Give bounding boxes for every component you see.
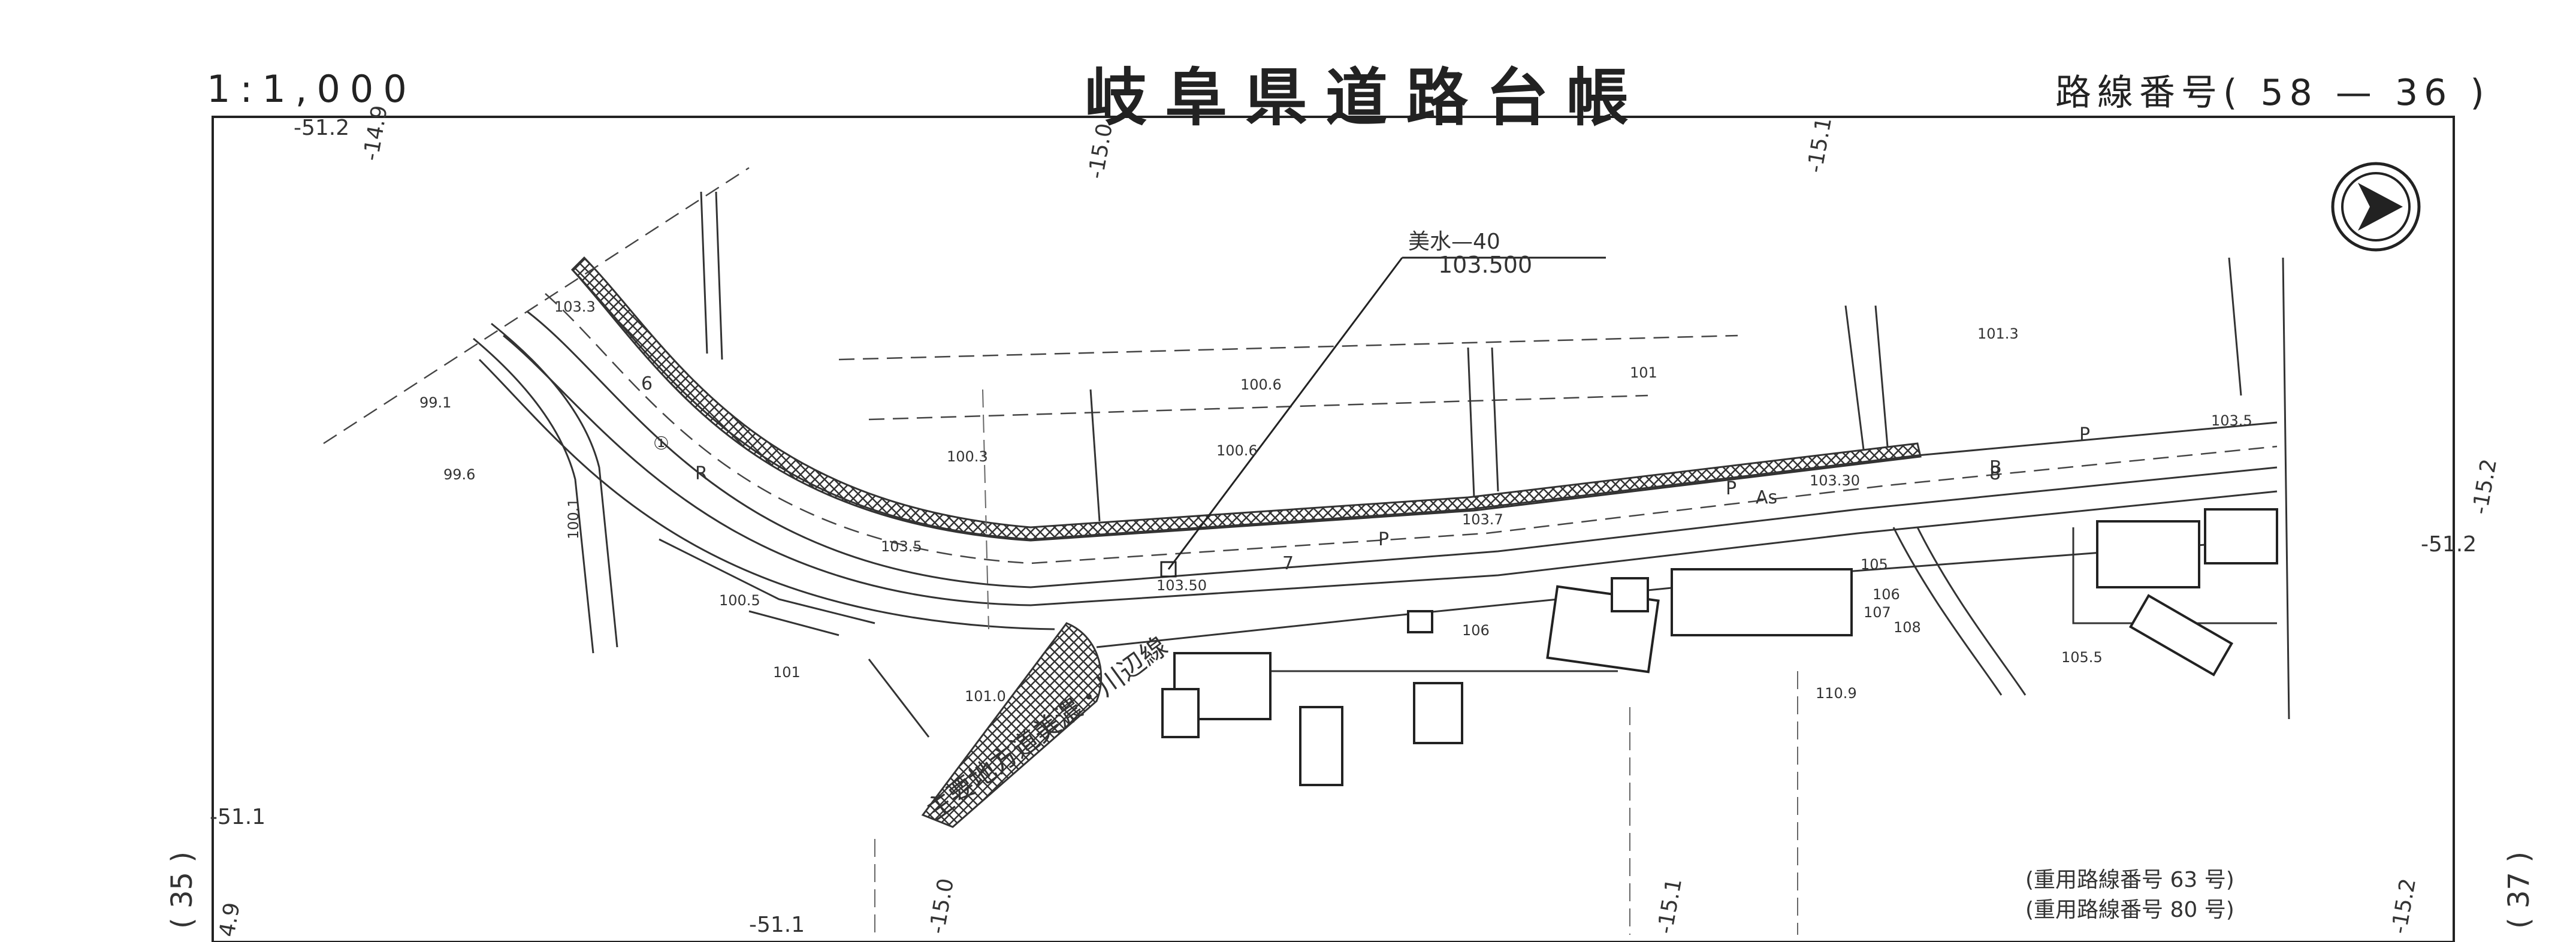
sidewalk-hatched-lower	[921, 622, 1103, 828]
grid-label: -15.0	[925, 877, 959, 936]
shared-route-1: (重用路線番号 63 号)	[2025, 868, 2234, 892]
spot-height: 103.7	[1462, 511, 1503, 528]
spot-height: 107	[1864, 604, 1891, 621]
road-mark: P	[1726, 478, 1737, 499]
shared-route-2: (重用路線番号 80 号)	[2025, 898, 2234, 922]
spot-height: 106	[1462, 622, 1490, 639]
spot-height: 101	[773, 664, 801, 681]
spot-height: 100.6	[1216, 442, 1258, 459]
spot-height: 103.5	[2211, 412, 2252, 429]
sidewalk-hatched	[570, 256, 1922, 542]
adjacent-sheet-left: ( 35 )	[165, 852, 199, 929]
spot-height: 100.5	[719, 592, 760, 609]
grid-label: -15.1	[1653, 877, 1687, 936]
grid-label: -15.0	[1083, 122, 1118, 181]
spot-height: 106	[1873, 586, 1900, 603]
grid-label: -15.2	[2468, 457, 2502, 517]
spot-height: 100.6	[1240, 376, 1282, 393]
benchmark-name: 美水—40	[1408, 230, 1500, 254]
spot-height: 100.3	[947, 448, 988, 465]
grid-label: -15.2	[2387, 877, 2421, 936]
grid-label: -14.9	[358, 104, 392, 163]
spot-height: 103.30	[1810, 472, 1860, 489]
grid-label: 4.9	[215, 901, 244, 939]
north-arrow-icon	[2331, 162, 2421, 252]
benchmark-marker: 美水—40 103.500	[1160, 230, 1606, 578]
benchmark-elevation: 103.500	[1438, 252, 1532, 278]
road-mark: P	[2079, 424, 2090, 445]
property-lines	[473, 191, 2290, 738]
road-mark: P	[1378, 529, 1389, 550]
spot-height: 110.9	[1816, 685, 1857, 702]
spot-height: 101.0	[965, 688, 1006, 705]
map-frame	[212, 116, 2455, 942]
page-title: 岐阜県道路台帳	[1085, 61, 1647, 134]
road-mark: B	[1989, 457, 2002, 478]
road-mark: 7	[1282, 553, 1294, 574]
grid-label: -51.2	[294, 116, 349, 140]
spot-height: 103.50	[1156, 577, 1207, 594]
grid-labels: -51.2 -14.9 -15.0 -15.1 -51.1 -15.2 -51.…	[210, 104, 2502, 939]
buildings	[1161, 508, 2278, 786]
road-mark: 8	[1989, 463, 2001, 484]
spot-height: 99.1	[419, 394, 451, 411]
spot-height: 101.3	[1977, 325, 2019, 342]
spot-height: 108	[1894, 619, 1921, 636]
spot-height: 101	[1630, 364, 1657, 381]
spot-height: 103.5	[881, 538, 922, 555]
lane-lines	[323, 167, 2278, 564]
spot-height: 99.6	[443, 466, 475, 483]
adjacent-sheet-right: ( 37 )	[2502, 852, 2536, 929]
spot-height: 100.1	[565, 498, 582, 539]
road-mark: R	[695, 463, 708, 484]
road-mark: As	[1756, 487, 1777, 508]
grid-label: -51.1	[749, 913, 805, 937]
spot-height: 103.3	[554, 298, 596, 315]
spot-height: 105.5	[2061, 649, 2103, 666]
spot-height: 105	[1861, 556, 1888, 573]
grid-label: -51.1	[210, 805, 265, 829]
grid-label: -15.1	[1802, 116, 1837, 175]
spot-heights: 103.3 99.1 99.6 100.5 101 100.3 100.6 10…	[419, 298, 2252, 705]
road-marks: As P P P R B 6 7 8 ①	[641, 373, 2090, 574]
parcel-boundaries	[874, 389, 1798, 935]
route-number: 路線番号( 58 — 36 )	[2055, 72, 2490, 114]
road-mark: ①	[653, 433, 669, 454]
road-mark: 6	[641, 373, 653, 394]
grid-label: -51.2	[2421, 532, 2477, 557]
map-scale: 1:1,000	[207, 67, 416, 111]
